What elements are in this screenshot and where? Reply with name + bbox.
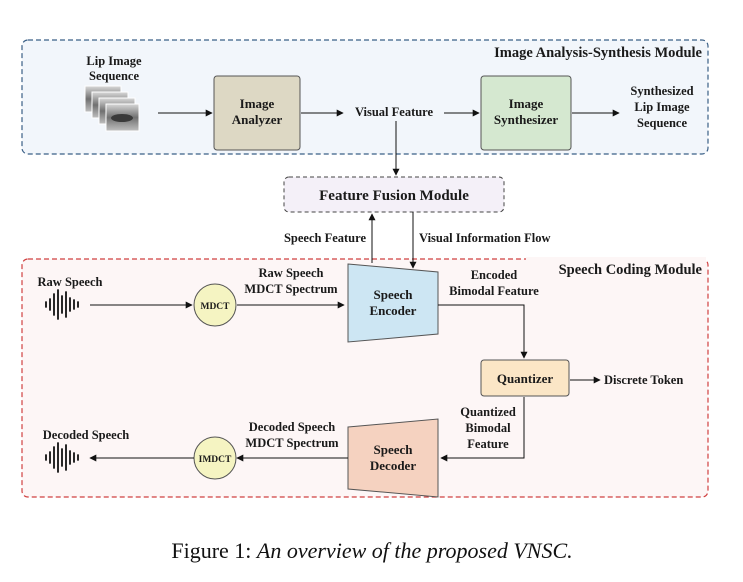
decoded-speech-label: Decoded Speech [43,428,129,442]
lip-image-sequence-icon [84,85,140,132]
image-analyzer-box [213,75,301,151]
feature-fusion-label: Feature Fusion Module [319,188,469,204]
decoded-spectrum-label-2: MDCT Spectrum [245,436,339,450]
image-module-title: Image Analysis-Synthesis Module [494,45,702,61]
arrow-encoder-to-quantizer [438,304,528,359]
image-analyzer-label-2: Analyzer [232,112,283,127]
mdct-label: MDCT [200,302,230,312]
speech-feature-label: Speech Feature [284,231,366,245]
arrow-quantizer-to-decoder [440,397,525,462]
decoded-speech-waveform-icon [45,442,79,473]
image-synthesizer-label-2: Synthesizer [494,112,559,127]
synthesized-output-label-2: Lip Image [634,100,690,114]
mdct-node [193,283,237,327]
visual-flow-label: Visual Information Flow [419,231,551,245]
speech-module-frame [21,258,709,498]
raw-spectrum-label-2: MDCT Spectrum [244,282,338,296]
quantized-feature-label-1: Quantized [460,405,516,419]
raw-speech-waveform-icon [45,289,79,320]
quantizer-box [480,359,570,397]
speech-module-title: Speech Coding Module [559,262,703,278]
encoded-feature-label-1: Encoded [471,268,518,282]
image-synthesizer-box [480,75,572,151]
visual-feature-label: Visual Feature [355,105,434,119]
decoded-spectrum-label-1: Decoded Speech [249,420,335,434]
imdct-label: IMDCT [199,455,232,465]
speech-decoder-label-2: Decoder [370,458,416,473]
speech-encoder-label-1: Speech [374,287,414,302]
raw-spectrum-label-1: Raw Speech [259,266,324,280]
speech-encoder-label-2: Encoder [370,303,417,318]
speech-module-title-backdrop [526,257,706,278]
lip-input-label-1: Lip Image [86,54,142,68]
lip-input-label-2: Sequence [89,69,139,83]
speech-decoder-block [347,418,439,498]
speech-encoder-block [347,263,439,343]
discrete-token-label: Discrete Token [604,373,683,387]
raw-speech-label: Raw Speech [38,275,103,289]
speech-decoder-label-1: Speech [374,442,414,457]
synthesized-output-label-1: Synthesized [630,84,693,98]
caption-prefix: Figure 1: [171,538,257,563]
encoded-feature-label-2: Bimodal Feature [449,284,539,298]
caption-text: An overview of the proposed VNSC. [255,538,573,563]
quantized-feature-label-3: Feature [467,437,509,451]
quantizer-label: Quantizer [497,371,554,386]
image-analyzer-label-1: Image [240,96,275,111]
feature-fusion-box [283,176,505,213]
image-synthesizer-label-1: Image [509,96,544,111]
synthesized-output-label-3: Sequence [637,116,687,130]
quantized-feature-label-2: Bimodal [465,421,511,435]
figure-caption: Figure 1: An overview of the proposed VN… [171,538,572,563]
